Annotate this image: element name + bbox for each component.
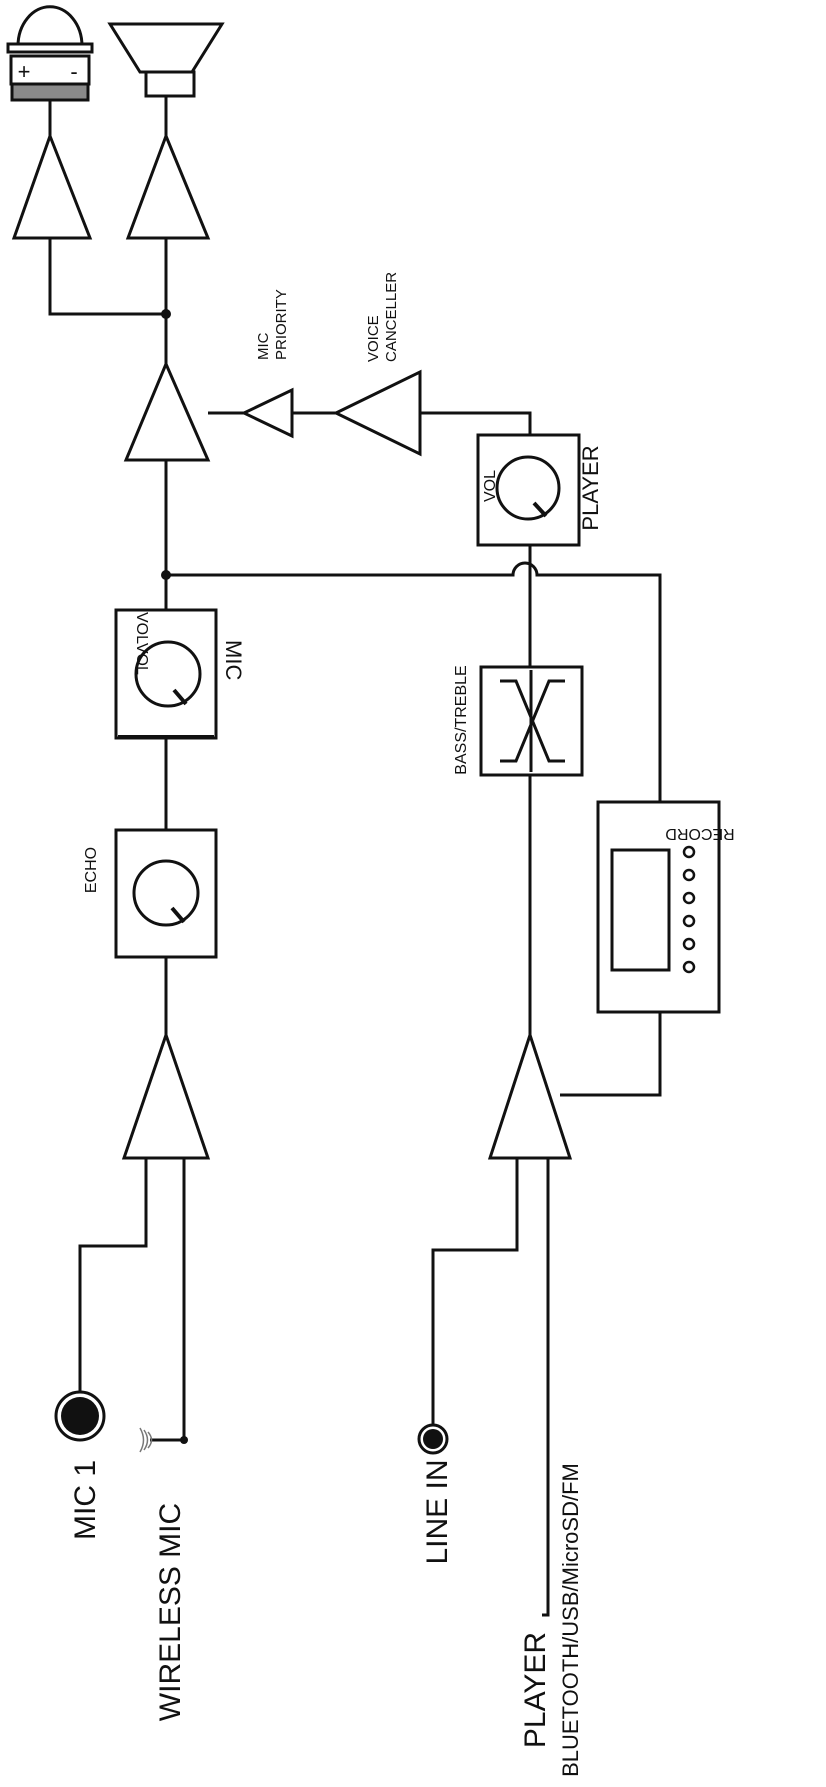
mic-vol-label: VOLVOL	[133, 612, 150, 675]
bass-treble-control[interactable]: BASS/TREBLE	[453, 665, 584, 777]
mic-priority-triangle	[240, 387, 294, 439]
wire-playervol-canceller	[420, 411, 532, 435]
player-vol-knob-icon[interactable]	[495, 455, 561, 521]
voice-canceller-triangle	[332, 369, 422, 457]
record-display	[610, 848, 671, 972]
headset-amp-triangle	[11, 131, 93, 240]
junction-dot-output	[161, 309, 171, 319]
record-button-2[interactable]	[682, 868, 696, 882]
record-unit[interactable]: RECORD	[596, 800, 735, 1014]
mic-priority-label-line2: PRIORITY	[273, 289, 290, 360]
wire-preamp-record	[560, 1012, 662, 1097]
line-in-label: LINE IN	[421, 1459, 454, 1564]
line-in-jack-icon	[417, 1423, 449, 1455]
record-button-3[interactable]	[682, 891, 696, 905]
wire-player-source	[542, 1158, 550, 1617]
wiring	[48, 95, 662, 1617]
echo-label: ECHO	[83, 847, 100, 893]
mic1-label: MIC 1	[69, 1460, 102, 1540]
record-button-4[interactable]	[682, 914, 696, 928]
mic1-jack-icon	[54, 1390, 106, 1442]
player-volume-control[interactable]: VOL PLAYER	[476, 433, 603, 547]
mic-label: MIC	[221, 640, 246, 680]
battery-minus-label: -	[70, 59, 77, 84]
wire-mic1	[78, 1158, 148, 1395]
voice-canceller-label-line2: CANCELLER	[383, 272, 400, 362]
mic-priority-label-line1: MIC	[255, 332, 272, 360]
record-button-1[interactable]	[682, 845, 696, 859]
mic-vol-knob-icon[interactable]	[134, 640, 202, 708]
speaker-amp-triangle	[125, 131, 211, 240]
record-button-5[interactable]	[682, 937, 696, 951]
player-source-label: PLAYER	[519, 1632, 552, 1748]
junction-dot-mic-bus	[161, 570, 171, 580]
player-vol-label: VOL	[482, 470, 499, 502]
wire-line-in	[431, 1158, 519, 1425]
speaker-icon	[107, 22, 225, 98]
echo-knob-icon[interactable]	[132, 859, 200, 927]
player-preamp-triangle	[487, 1030, 573, 1160]
player-source-list: BLUETOOTH/USB/MicroSD/FM	[558, 1463, 583, 1777]
mic-volume-control[interactable]: VOLVOL MIC	[114, 608, 246, 740]
record-button-6[interactable]	[682, 960, 696, 974]
battery-plus-label: +	[18, 59, 31, 84]
wire-record-feed	[166, 561, 662, 802]
echo-control[interactable]: ECHO	[83, 828, 218, 959]
mic-preamp-triangle	[121, 1030, 211, 1160]
bass-treble-label: BASS/TREBLE	[453, 665, 470, 774]
record-label: RECORD	[665, 825, 734, 842]
player-vol-box-label: PLAYER	[578, 445, 603, 530]
mixer-amp-triangle	[123, 360, 211, 462]
wire-branch-headset	[48, 238, 166, 316]
wire-wireless-mic	[150, 1158, 186, 1442]
wireless-signal-icon	[139, 1427, 188, 1453]
voice-canceller-label-line1: VOICE	[365, 315, 382, 362]
wireless-mic-label: WIRELESS MIC	[154, 1503, 187, 1721]
headset-icon: + -	[6, 5, 94, 102]
